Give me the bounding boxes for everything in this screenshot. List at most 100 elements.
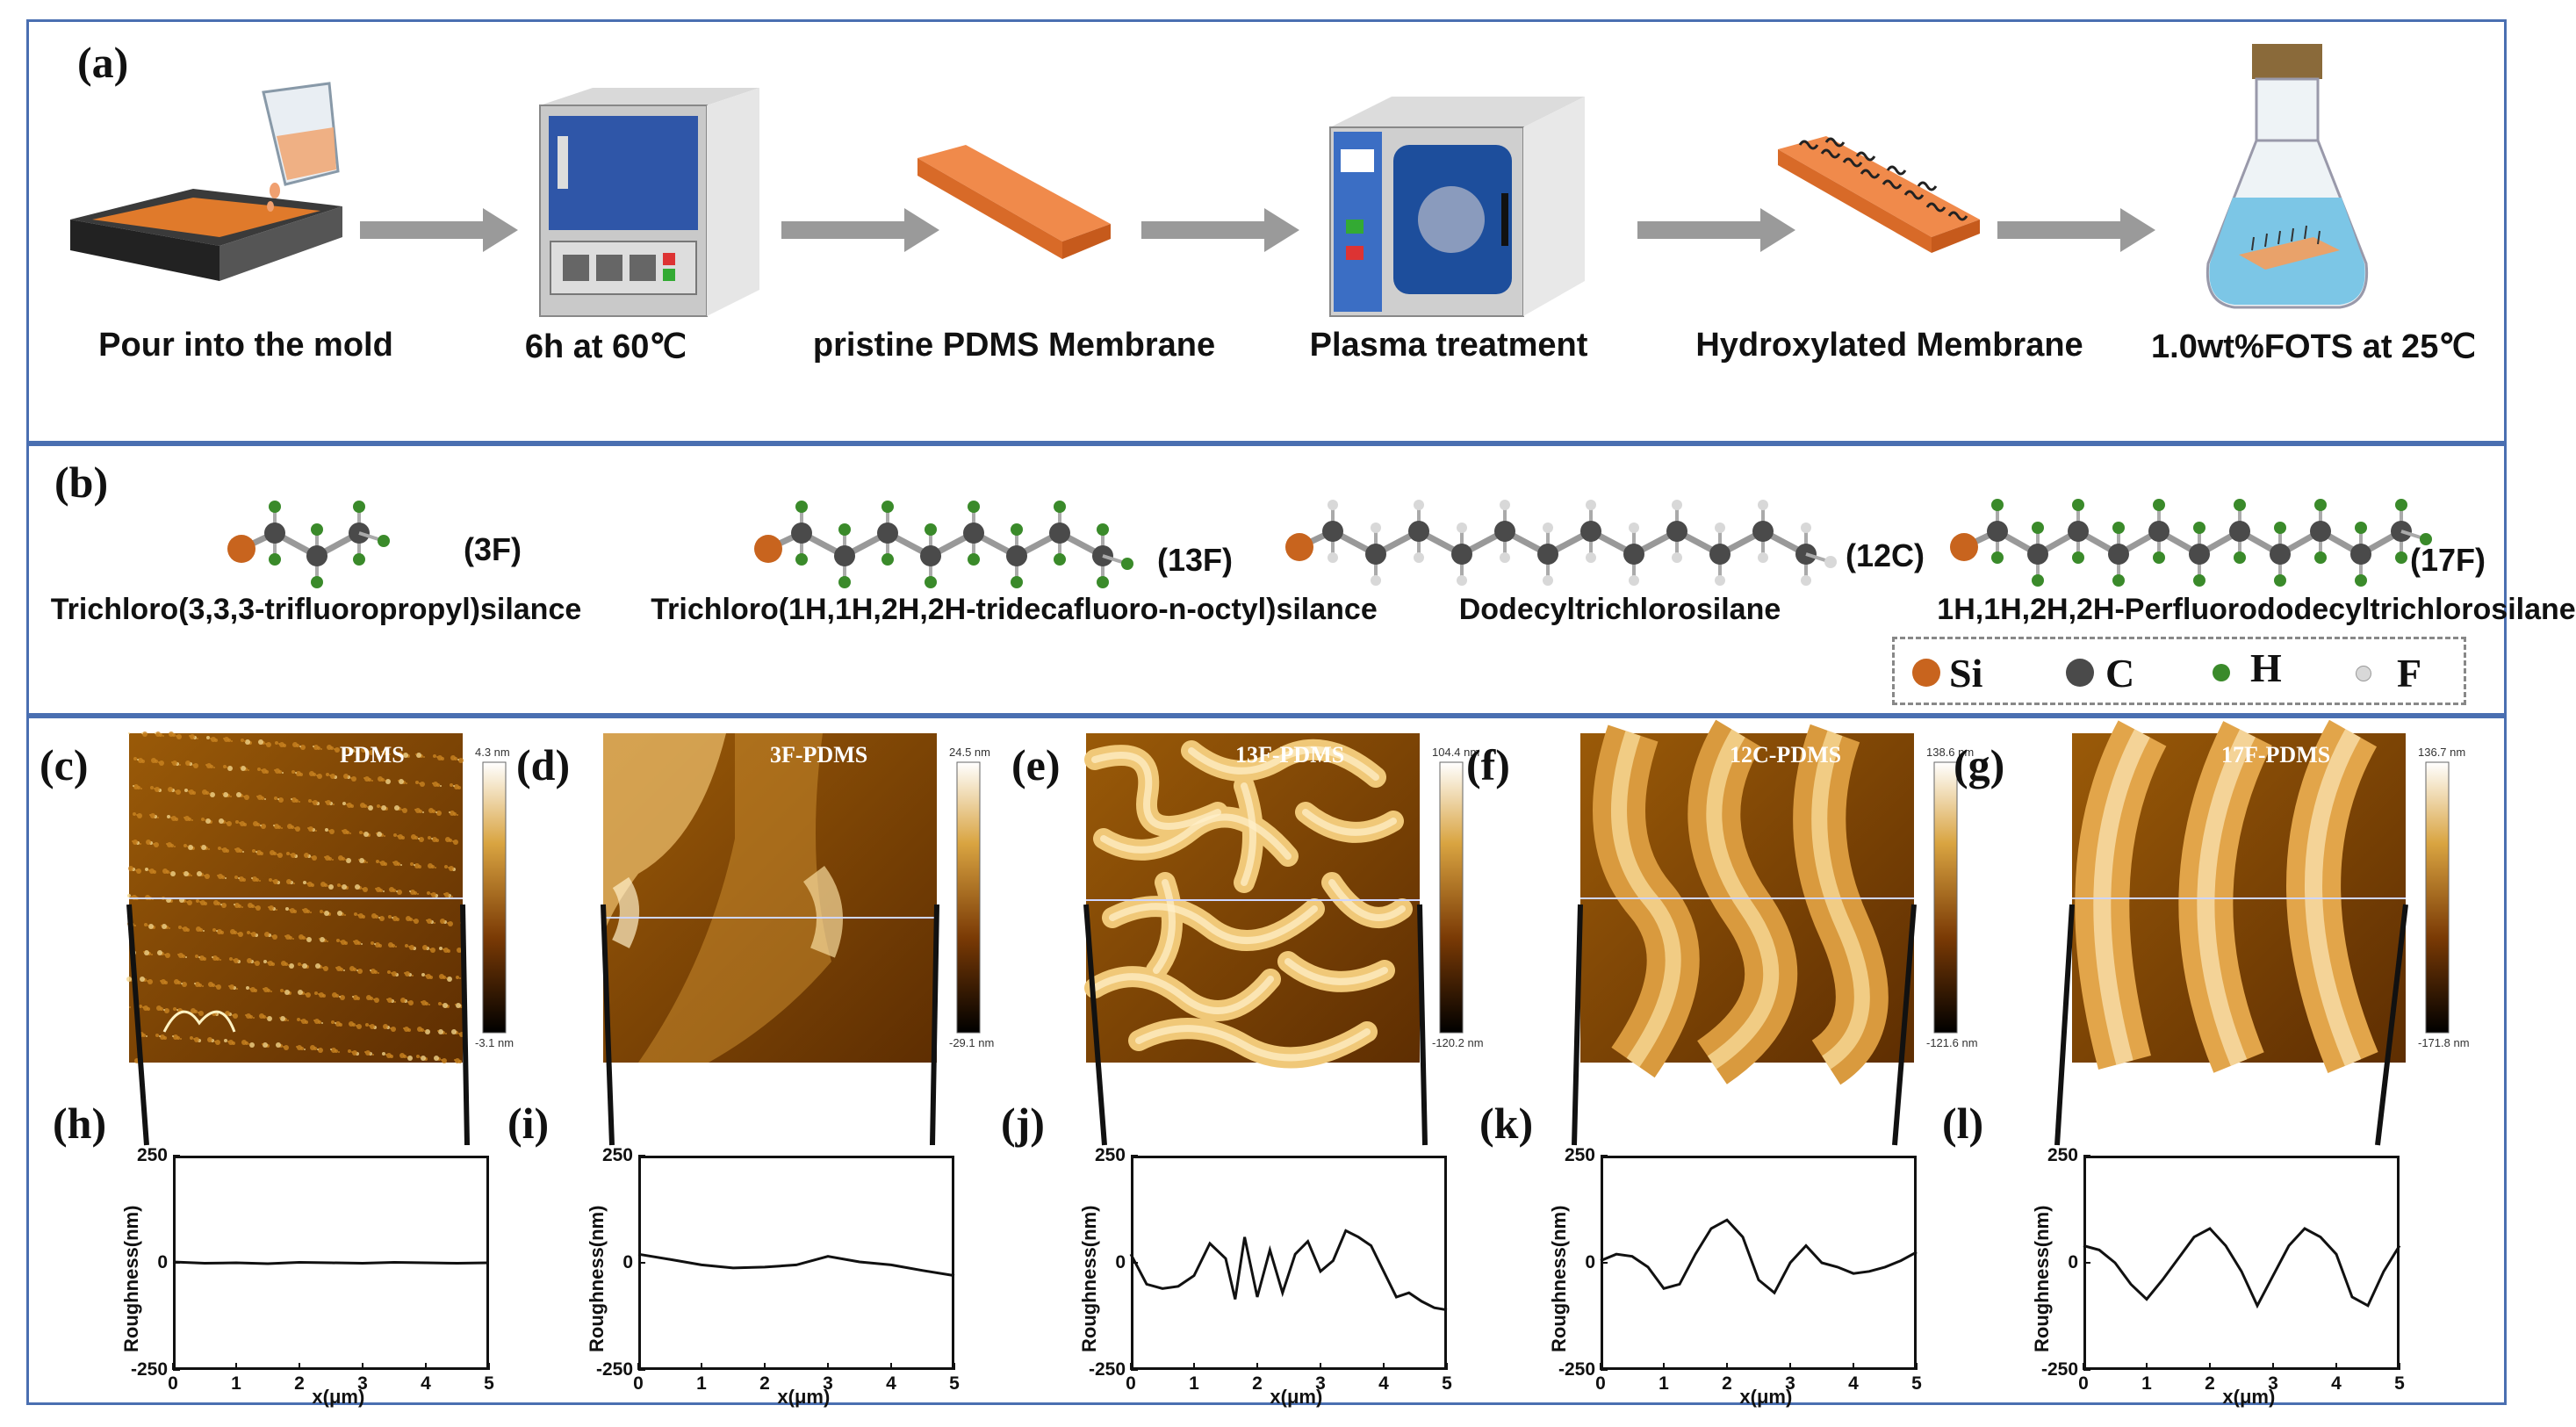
molecule-code: (12C) [1846, 537, 1925, 573]
carbon-atom [2148, 521, 2169, 542]
y-tick-label: -250 [1088, 1359, 1126, 1380]
afm-panel-label: (d) [516, 740, 571, 789]
carbon-atom [2350, 544, 2371, 565]
x-tick-label: 2 [1722, 1373, 1732, 1394]
roughness-series [1600, 1218, 1918, 1295]
step-label: Pour into the mold [98, 327, 393, 364]
bond [358, 531, 382, 542]
afm-height-map [126, 732, 464, 1063]
afm-title: PDMS [340, 742, 405, 768]
carbon-atom [834, 545, 855, 566]
substituent-atom [2112, 522, 2125, 534]
hydroxylated-membrane-icon [1778, 136, 1980, 253]
carbon-atom [1451, 544, 1472, 565]
x-tick-label: 5 [1442, 1373, 1452, 1394]
afm-title: 12C-PDMS [1730, 742, 1842, 768]
x-tick-label: 0 [1595, 1373, 1606, 1394]
substituent-atom [795, 553, 808, 566]
roughness-line-plot [1129, 1155, 1448, 1371]
y-axis-label: Roughness(nm) [1078, 1205, 1100, 1352]
legend-label: H [2250, 645, 2282, 690]
x-tick-label: 4 [1848, 1373, 1859, 1394]
step-label: 6h at 60℃ [524, 328, 687, 365]
substituent-atom [881, 501, 894, 513]
molecule-code: (13F) [1157, 542, 1234, 578]
substituent-atom [2032, 522, 2044, 534]
bond [1102, 554, 1126, 565]
x-tick-label: 0 [2078, 1373, 2089, 1394]
roughness-line-plot [1600, 1155, 1918, 1371]
substituent-atom [1500, 552, 1510, 563]
carbon-atom [1752, 521, 1774, 542]
x-tick-label: 5 [1911, 1373, 1922, 1394]
substituent-atom [1414, 552, 1424, 563]
substituent-atom [1629, 575, 1639, 586]
legend-label: Si [1949, 651, 1983, 695]
substituent-atom [2420, 533, 2432, 545]
carbon-atom [1537, 544, 1558, 565]
x-tick-label: 2 [759, 1373, 770, 1394]
x-tick-label: 1 [2141, 1373, 2152, 1394]
h-atom-icon [2213, 664, 2230, 681]
x-tick-label: 5 [2394, 1373, 2405, 1394]
carbon-atom [963, 523, 984, 544]
x-axis-label: x(μm) [2222, 1386, 2276, 1408]
substituent-atom [1758, 500, 1768, 510]
substituent-atom [1991, 499, 2004, 511]
carbon-atom [2189, 544, 2210, 565]
substituent-atom [269, 501, 281, 513]
substituent-atom [378, 535, 390, 547]
x-tick-label: 3 [1315, 1373, 1326, 1394]
substituent-atom [838, 523, 851, 536]
panel-c-frame [26, 716, 2507, 1405]
substituent-atom [2072, 499, 2084, 511]
substituent-atom [1011, 576, 1023, 588]
step-label: Hydroxylated Membrane [1695, 327, 2083, 364]
step-label: pristine PDMS Membrane [812, 327, 1216, 364]
arrow-icon [360, 208, 518, 252]
panel-a-label: (a) [77, 38, 129, 87]
y-tick-label: -250 [130, 1359, 168, 1380]
carbon-atom [1365, 544, 1386, 565]
substituent-atom [2072, 551, 2084, 564]
substituent-atom [1371, 575, 1381, 586]
molecule-code: (3F) [464, 531, 522, 567]
y-tick-label: 250 [136, 1145, 168, 1165]
substituent-atom [1586, 500, 1596, 510]
substituent-atom [1824, 556, 1837, 568]
y-tick-label: -250 [1558, 1359, 1595, 1380]
afm-color-bar [1933, 761, 1958, 1034]
carbon-atom [2027, 544, 2048, 565]
roughness-line-plot [2083, 1155, 2401, 1371]
step-label: Plasma treatment [1309, 327, 1588, 364]
afm-title: 13F-PDMS [1235, 742, 1345, 768]
carbon-atom [1494, 521, 1515, 542]
silicon-atom [1950, 533, 1978, 561]
y-tick-label: 250 [2047, 1145, 2078, 1165]
substituent-atom [1672, 500, 1682, 510]
panel-b-label: (b) [54, 458, 109, 507]
substituent-atom [1371, 523, 1381, 533]
color-bar-max: 24.5 nm [949, 746, 990, 759]
substituent-atom [2234, 551, 2246, 564]
x-tick-label: 1 [696, 1373, 707, 1394]
carbon-atom [1709, 544, 1731, 565]
roughness-series [637, 1252, 955, 1278]
arrow-icon [1997, 208, 2155, 252]
carbon-atom [1049, 523, 1070, 544]
molecule-structures [227, 499, 2432, 588]
afm-panel-label: (c) [40, 740, 89, 789]
y-axis-label: Roughness(nm) [586, 1205, 608, 1352]
substituent-atom [1629, 523, 1639, 533]
color-bar-min: -121.6 nm [1926, 1036, 1978, 1049]
x-tick-label: 0 [1126, 1373, 1136, 1394]
afm-color-bar [1439, 761, 1464, 1034]
substituent-atom [2193, 574, 2205, 587]
substituent-atom [311, 523, 323, 536]
atom-legend: Si C H F [1892, 637, 2466, 705]
carbon-atom [1987, 521, 2008, 542]
substituent-atom [1801, 575, 1811, 586]
x-tick-label: 3 [357, 1373, 368, 1394]
substituent-atom [1457, 523, 1467, 533]
afm-title: 17F-PDMS [2221, 742, 2331, 768]
